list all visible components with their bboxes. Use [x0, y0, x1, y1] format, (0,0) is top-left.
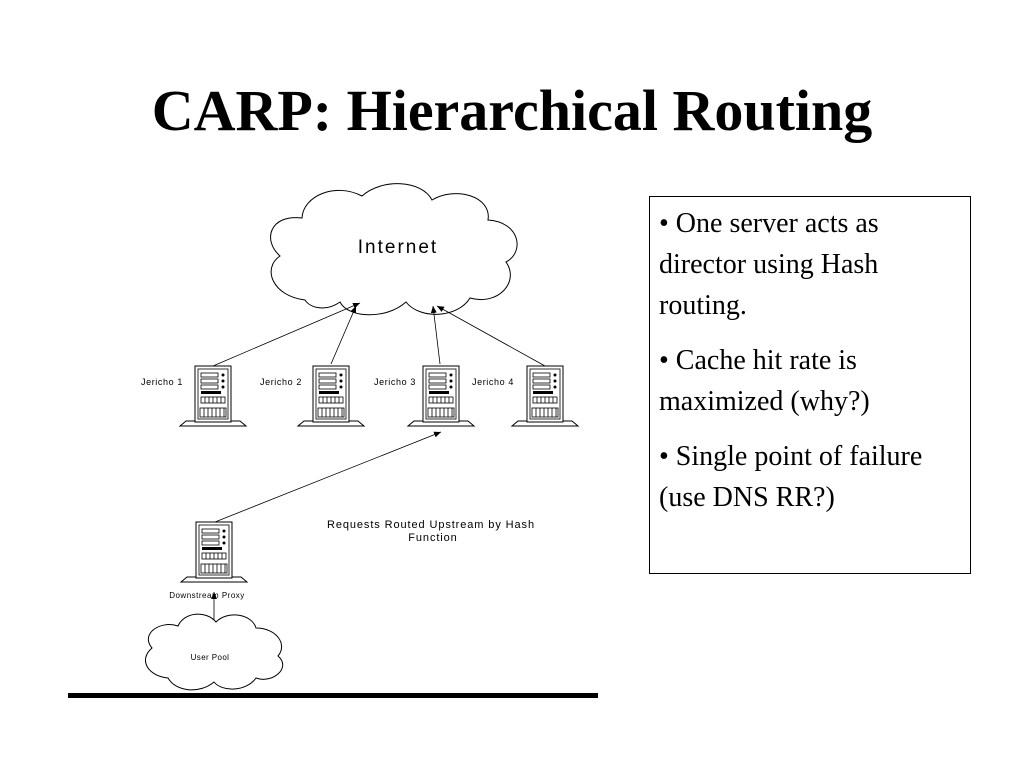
server-jericho-3: Jericho 3: [374, 365, 475, 427]
downstream-proxy-label: Downstream Proxy: [169, 591, 245, 600]
server-label: Jericho 2: [260, 377, 302, 387]
server-jericho-4: Jericho 4: [472, 365, 579, 427]
internet-cloud: [270, 183, 518, 316]
annotation-line-1: Requests Routed Upstream by Hash: [327, 519, 535, 531]
server-label: Jericho 4: [472, 377, 514, 387]
link-jericho2-internet: [330, 305, 357, 365]
link-proxy-jericho3: [214, 431, 442, 523]
server-label: Jericho 1: [141, 377, 183, 387]
slide-title: CARP: Hierarchical Routing: [151, 78, 873, 143]
server-label: Jericho 3: [374, 377, 416, 387]
annotation-line-2: Function: [408, 532, 457, 544]
server-jericho-1: Jericho 1: [141, 365, 247, 427]
server-downstream-proxy: Downstream Proxy: [169, 521, 248, 600]
user-pool-cloud: [145, 613, 284, 691]
baseline-rule: [68, 693, 598, 698]
user-pool-label: User Pool: [191, 653, 230, 662]
bullet-box: • One server acts as director using Hash…: [649, 196, 971, 574]
bullet-single-point: • Single point of failure (use DNS RR?): [659, 441, 923, 513]
bullet-hit-rate: • Cache hit rate is maximized (why?): [659, 345, 870, 417]
link-jericho3-internet: [430, 305, 441, 365]
bullet-director: • One server acts as director using Hash…: [659, 208, 879, 321]
internet-label: Internet: [358, 237, 438, 258]
link-jericho4-internet: [436, 305, 546, 367]
server-jericho-2: Jericho 2: [260, 365, 365, 427]
link-jericho1-internet: [212, 302, 361, 367]
